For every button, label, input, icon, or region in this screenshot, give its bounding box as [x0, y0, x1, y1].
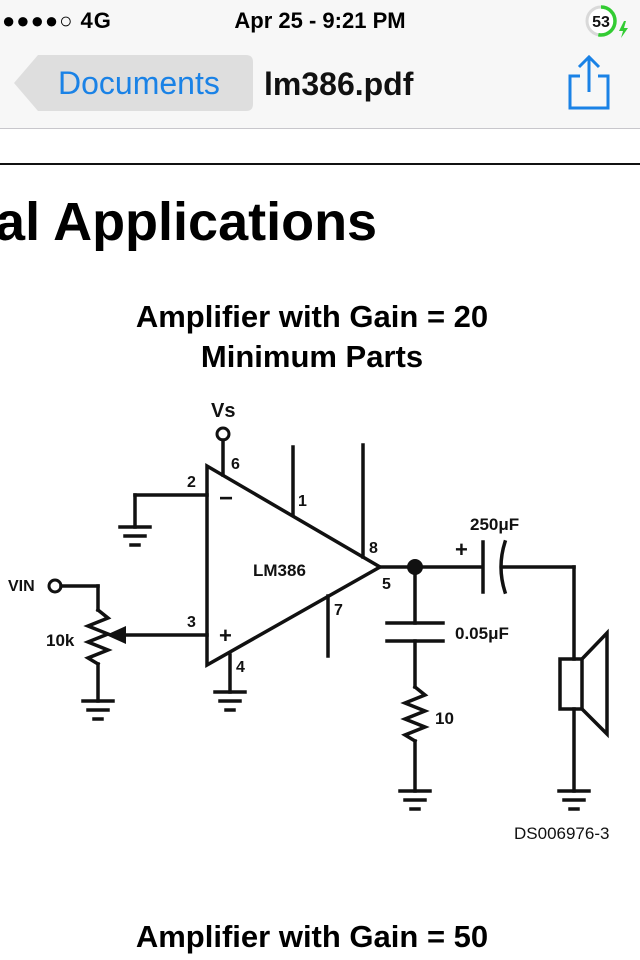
circuit-subtitle: Minimum Parts [200, 339, 424, 374]
drawing-code: DS006976-3 [514, 824, 609, 843]
pin-3-label: 3 [187, 614, 196, 631]
documents-back-button[interactable]: Documents [12, 54, 254, 112]
pin-4-label: 4 [236, 659, 245, 676]
battery-percent: 53 [592, 14, 610, 31]
document-title: lm386.pdf [264, 66, 414, 102]
cap-output-label: 250μF [470, 515, 519, 534]
section-heading: cal Applications [0, 192, 378, 252]
next-circuit-title: Amplifier with Gain = 50 [135, 919, 489, 954]
vs-label: Vs [211, 400, 235, 422]
pin-8-label: 8 [369, 540, 378, 557]
page-rule [0, 163, 640, 165]
pin-5-label: 5 [382, 576, 391, 593]
share-button[interactable] [564, 54, 614, 114]
vs-terminal [215, 426, 231, 442]
status-time: Apr 25 - 9:21 PM [234, 8, 406, 33]
cap-plus-sign: + [455, 537, 468, 562]
circuit-diagram: LM386 Vs VIN 10k 10 250μF 0.05μF + − + 1… [8, 400, 609, 843]
inverting-sign: − [219, 485, 233, 512]
nav-bar: Documents lm386.pdf [0, 40, 640, 129]
cap-shunt-label: 0.05μF [455, 624, 509, 643]
pot-label: 10k [46, 631, 75, 650]
share-icon [568, 54, 610, 110]
circuit-title: Amplifier with Gain = 20 [135, 299, 489, 334]
vin-label: VIN [8, 578, 35, 595]
vin-terminal [47, 578, 63, 594]
speaker [558, 657, 584, 711]
pin-6-label: 6 [231, 456, 240, 473]
resistor-label: 10 [435, 709, 454, 728]
status-bar: ●●●●○ 4G Apr 25 - 9:21 PM 53 [0, 0, 640, 40]
resistor-10 [400, 684, 430, 744]
noninverting-sign: + [219, 623, 232, 648]
amplifier-triangle [205, 462, 384, 669]
back-button-label: Documents [58, 65, 220, 101]
pin-2-label: 2 [187, 474, 196, 491]
back-arrow-icon [14, 55, 253, 111]
pin-7-label: 7 [334, 602, 343, 619]
potentiometer [83, 607, 113, 667]
signal-indicator: ●●●●○ 4G [2, 8, 112, 33]
pdf-page[interactable]: cal Applications Amplifier with Gain = 2… [0, 129, 640, 960]
pin-1-label: 1 [298, 493, 307, 510]
battery-icon: 53 [585, 5, 628, 38]
chip-label: LM386 [253, 561, 306, 580]
